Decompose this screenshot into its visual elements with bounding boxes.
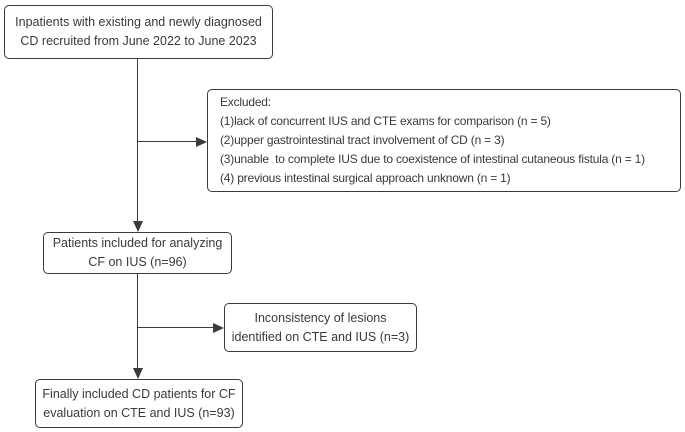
flow-box-excluded-title: Excluded: <box>220 95 271 109</box>
arrowhead-right-into-inconsistency-icon <box>213 323 224 333</box>
flow-box-final-included-line2: evaluation on CTE and IUS (n=93) <box>43 405 235 420</box>
flow-box-recruited: Inpatients with existing and newly diagn… <box>4 5 273 59</box>
flow-box-final-included-line1: Finally included CD patients for CF <box>42 386 236 401</box>
flow-box-excluded-item4: (4) previous intestinal surgical approac… <box>220 171 511 185</box>
flow-box-inconsistency: Inconsistency of lesions identified on C… <box>224 303 417 352</box>
connector-branch-to-inconsistency <box>138 327 213 329</box>
connector-ius-to-final <box>137 274 139 368</box>
flow-box-excluded: Excluded: (1)lack of concurrent IUS and … <box>207 89 681 192</box>
flow-box-recruited-line2: CD recruited from June 2022 to June 2023 <box>20 34 257 48</box>
arrowhead-down-into-final-icon <box>133 368 143 379</box>
flow-box-included-ius-line2: CF on IUS (n=96) <box>88 255 187 269</box>
flow-box-final-included: Finally included CD patients for CF eval… <box>35 379 243 428</box>
arrowhead-down-into-ius-icon <box>133 221 143 232</box>
flow-box-inconsistency-line2: identified on CTE and IUS (n=3) <box>231 329 410 344</box>
flow-box-excluded-item2: (2)upper gastrointestinal tract involvem… <box>220 133 505 147</box>
flow-box-excluded-item3: (3)unable to complete IUS due to coexist… <box>220 152 645 166</box>
flow-box-included-ius: Patients included for analyzing CF on IU… <box>43 232 232 274</box>
connector-branch-to-excluded <box>138 141 196 143</box>
arrowhead-right-into-excluded-icon <box>196 137 207 147</box>
flow-box-excluded-item1: (1)lack of concurrent IUS and CTE exams … <box>220 114 551 128</box>
flow-box-recruited-line1: Inpatients with existing and newly diagn… <box>15 15 262 29</box>
flow-box-included-ius-line1: Patients included for analyzing <box>52 236 223 250</box>
connector-recruited-to-ius <box>137 59 139 222</box>
flow-box-inconsistency-line1: Inconsistency of lesions <box>254 310 387 325</box>
